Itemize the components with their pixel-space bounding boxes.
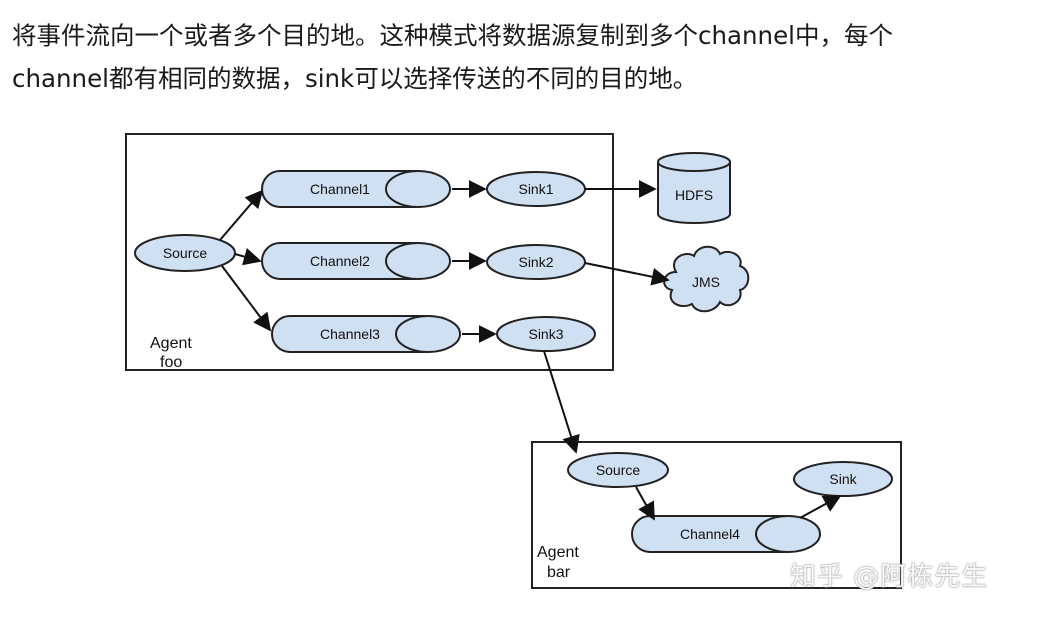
channel3-label: Channel3 bbox=[320, 326, 380, 342]
foo-source-label: Source bbox=[163, 245, 208, 261]
sink2-label: Sink2 bbox=[518, 254, 553, 270]
agent-foo-label: Agent bbox=[150, 335, 192, 352]
hdfs-database-icon bbox=[657, 152, 731, 224]
sink3-node bbox=[496, 316, 596, 352]
arrow-sink2-to-jms bbox=[584, 262, 670, 286]
channel4-label: Channel4 bbox=[680, 526, 740, 542]
bar-sink-label: Sink bbox=[829, 471, 857, 487]
sink1-label: Sink1 bbox=[518, 181, 553, 197]
channel4-node bbox=[631, 515, 821, 553]
sink2-node bbox=[486, 244, 586, 280]
arrow-sink3-to-bar-source bbox=[543, 350, 580, 454]
bar-source-node bbox=[567, 452, 669, 488]
arrow-source-to-channel3 bbox=[221, 265, 272, 332]
description-line-2: channel都有相同的数据，sink可以选择传送的不同的目的地。 bbox=[12, 64, 698, 93]
jms-label: JMS bbox=[692, 274, 720, 290]
hdfs-label: HDFS bbox=[675, 187, 713, 203]
agent-foo-name: foo bbox=[160, 354, 182, 371]
foo-source-node bbox=[134, 234, 236, 272]
channel2-label: Channel2 bbox=[310, 253, 370, 269]
channel3-node bbox=[271, 315, 461, 353]
agent-bar-name: bar bbox=[547, 564, 571, 581]
arrow-source-to-channel4 bbox=[635, 486, 655, 521]
channel1-node bbox=[261, 170, 451, 208]
channel1-label: Channel1 bbox=[310, 181, 370, 197]
arrow-source-to-channel1 bbox=[219, 189, 264, 241]
jms-cloud-icon bbox=[663, 245, 750, 313]
description-paragraph: 将事件流向一个或者多个目的地。这种模式将数据源复制到多个channel中，每个 … bbox=[12, 14, 1032, 100]
bar-sink-node bbox=[793, 461, 893, 497]
channel2-node bbox=[261, 242, 451, 280]
agent-bar-label: Agent bbox=[537, 544, 579, 561]
arrow-source-to-channel2 bbox=[234, 247, 262, 266]
bar-source-label: Source bbox=[596, 462, 641, 478]
sink3-label: Sink3 bbox=[528, 326, 563, 342]
watermark-text: 知乎 @阿栋先生 bbox=[790, 562, 989, 592]
description-line-1: 将事件流向一个或者多个目的地。这种模式将数据源复制到多个channel中，每个 bbox=[12, 21, 893, 50]
arrow-channel4-to-sink bbox=[799, 495, 842, 519]
